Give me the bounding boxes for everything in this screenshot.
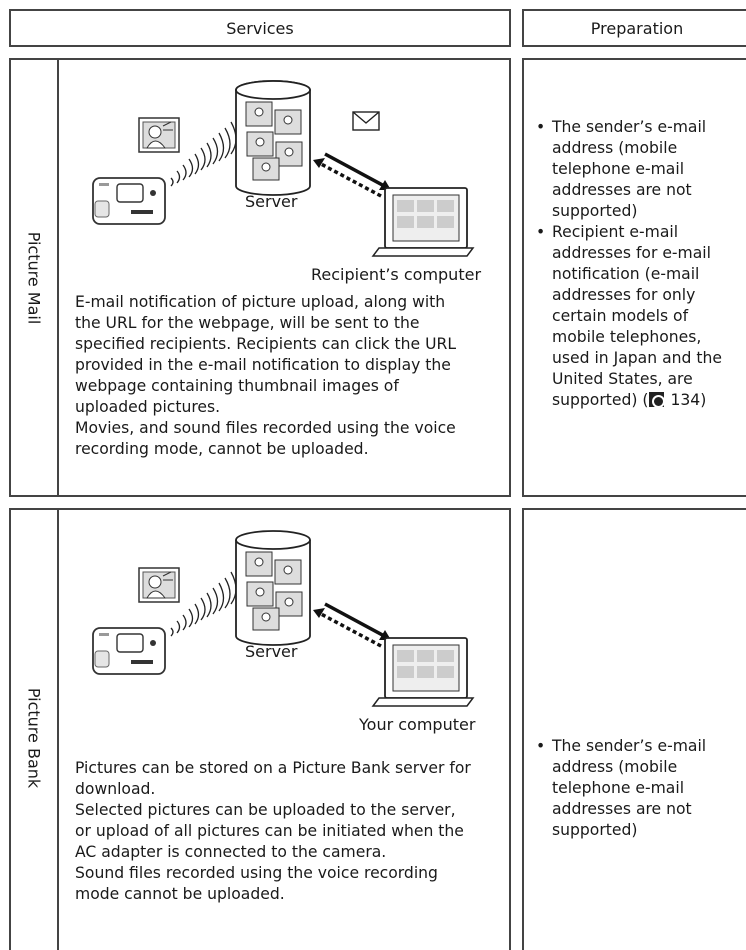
prep-item-sender-email: The sender’s e-mail address (mobile tele…: [534, 117, 746, 222]
desc-line: E-mail notification of picture upload, a…: [75, 293, 446, 311]
desc-line: download.: [75, 780, 156, 798]
desc-line: provided in the e-mail notification to d…: [75, 356, 451, 374]
picture-mail-label: Picture Mail: [24, 231, 44, 324]
wireless-signal-icon: [170, 121, 237, 187]
server-icon: [235, 530, 311, 646]
picture-mail-illustration: [92, 80, 475, 257]
services-header-label: Services: [226, 18, 294, 38]
recipient-computer-label: Recipient’s computer: [311, 265, 482, 284]
prep-item-sender-email: The sender’s e-mail address (mobile tele…: [534, 736, 746, 841]
picture-bank-row-label: Picture Bank: [11, 510, 59, 950]
photo-icon: [138, 117, 180, 153]
picture-mail-services: Picture Mail: [9, 58, 511, 497]
picture-bank-illustration: [92, 530, 475, 707]
desc-line: webpage containing thumbnail images of: [75, 377, 399, 395]
picture-bank-label: Picture Bank: [24, 687, 44, 789]
server-label: Server: [245, 192, 298, 211]
server-icon: [235, 80, 311, 196]
picture-bank-prep-list: The sender’s e-mail address (mobile tele…: [534, 736, 746, 841]
computer-icon: [371, 637, 475, 707]
picture-bank-description: Pictures can be stored on a Picture Bank…: [75, 758, 505, 905]
camera-icon: [92, 177, 166, 225]
preparation-header-label: Preparation: [590, 18, 684, 38]
your-computer-label: Your computer: [359, 715, 476, 734]
picture-mail-row-label: Picture Mail: [11, 60, 59, 495]
camera-icon: [92, 627, 166, 675]
desc-line: Selected pictures can be uploaded to the…: [75, 801, 456, 819]
computer-icon: [371, 187, 475, 257]
preparation-header: Preparation: [522, 9, 746, 47]
photo-icon: [138, 567, 180, 603]
desc-line: Movies, and sound files recorded using t…: [75, 419, 456, 437]
picture-bank-services: Picture Bank: [9, 508, 511, 950]
desc-line: AC adapter is connected to the camera.: [75, 843, 387, 861]
transfer-arrows: [313, 152, 391, 198]
server-label: Server: [245, 642, 298, 661]
desc-line: mode cannot be uploaded.: [75, 885, 285, 903]
page-reference-icon: [648, 392, 665, 408]
desc-line: or upload of all pictures can be initiat…: [75, 822, 464, 840]
desc-line: Pictures can be stored on a Picture Bank…: [75, 759, 471, 777]
services-header: Services: [9, 9, 511, 47]
desc-line: Sound files recorded using the voice rec…: [75, 864, 438, 882]
prep-item-recipient-email: Recipient e-mail addresses for e-mail no…: [534, 222, 746, 411]
wireless-signal-icon: [170, 571, 237, 637]
picture-mail-prep-list: The sender’s e-mail address (mobile tele…: [534, 117, 746, 411]
desc-line: specified recipients. Recipients can cli…: [75, 335, 457, 353]
desc-line: the URL for the webpage, will be sent to…: [75, 314, 420, 332]
desc-line: recording mode, cannot be uploaded.: [75, 440, 369, 458]
transfer-arrows: [313, 602, 391, 648]
picture-bank-preparation: The sender’s e-mail address (mobile tele…: [522, 508, 746, 950]
picture-mail-preparation: The sender’s e-mail address (mobile tele…: [522, 58, 746, 497]
envelope-icon: [352, 111, 380, 131]
desc-line: uploaded pictures.: [75, 398, 221, 416]
picture-mail-description: E-mail notification of picture upload, a…: [75, 292, 505, 460]
